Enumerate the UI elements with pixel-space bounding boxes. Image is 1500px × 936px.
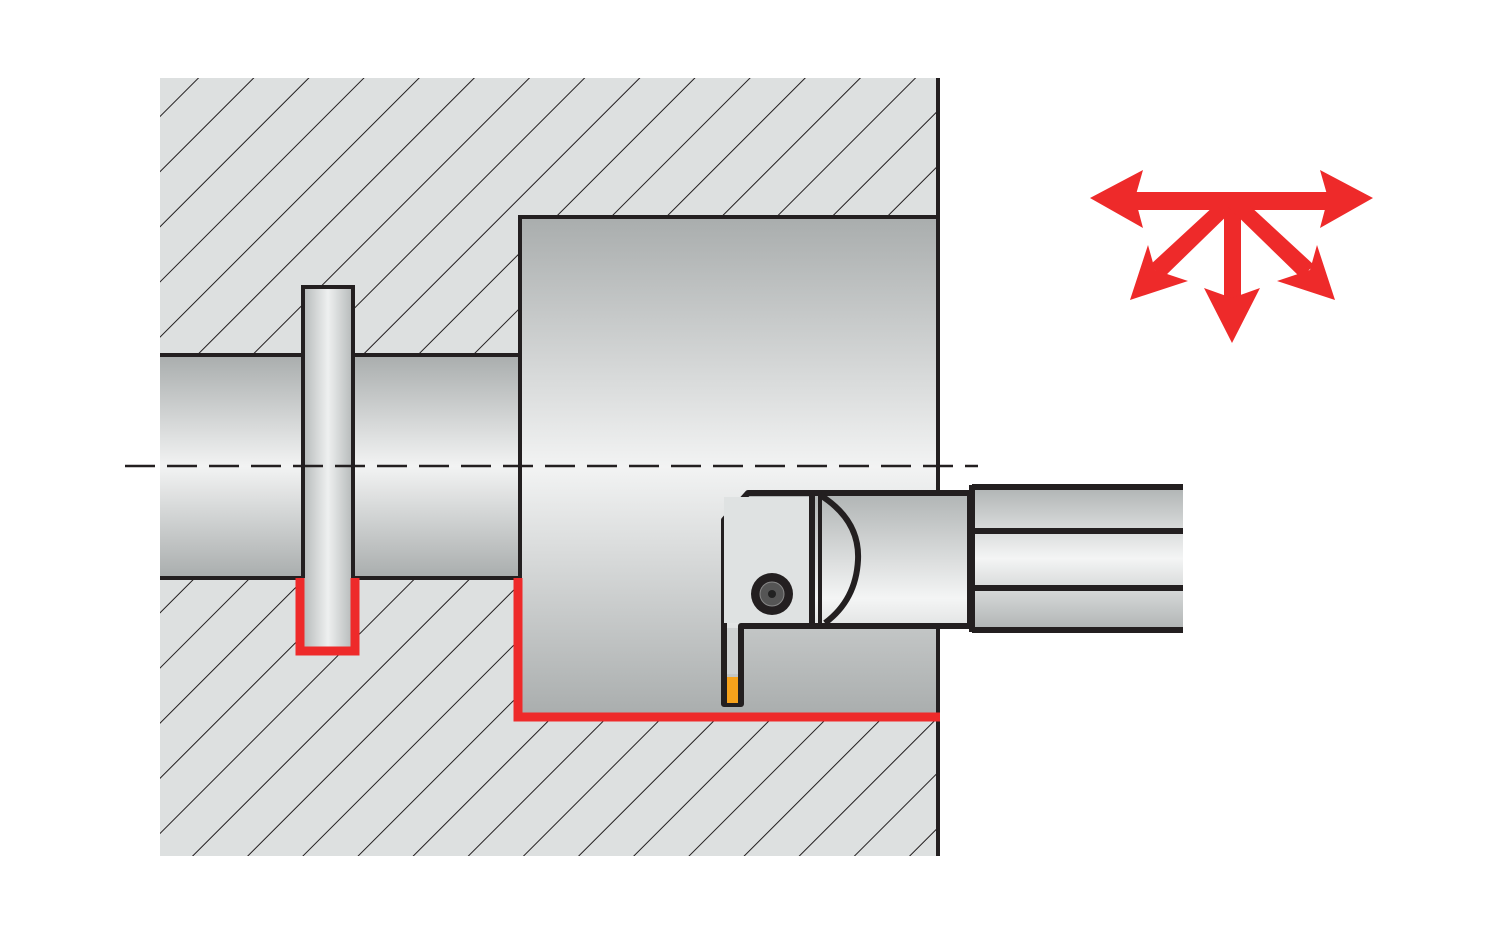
internal-groove (303, 287, 353, 650)
clamp-profile (818, 492, 862, 626)
grooving-insert (727, 677, 738, 703)
grooving-blade (727, 628, 738, 674)
groove-machined-profile (295, 578, 360, 656)
tool-shank (972, 487, 1183, 630)
large-bore-outline (518, 215, 938, 578)
grooving-tool (721, 484, 1183, 707)
bore-machined-profile (513, 578, 940, 722)
multi-direction-arrows-icon (1090, 170, 1373, 343)
groove-top-outline (301, 285, 355, 578)
